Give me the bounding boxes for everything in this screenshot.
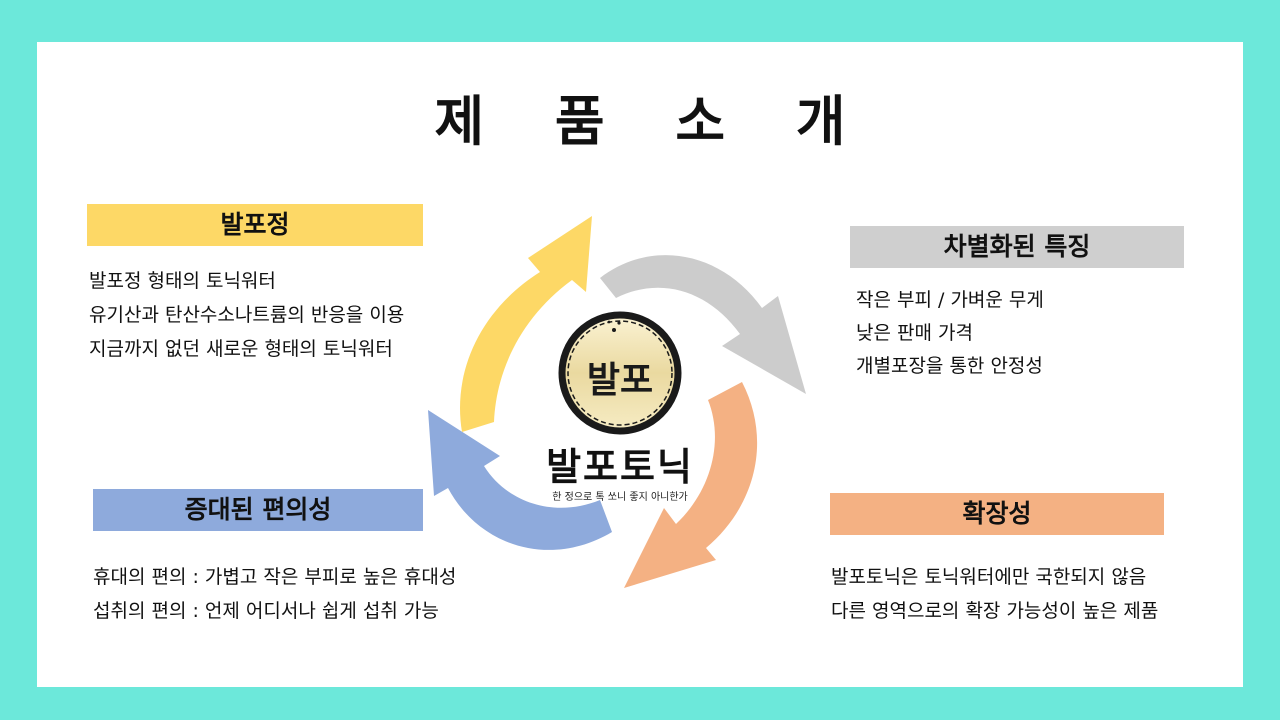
text-line: 발포정 형태의 토닉워터 (89, 270, 276, 292)
header-expandability: 확장성 (830, 493, 1164, 535)
blue-cycle-arrow (428, 410, 612, 550)
text-increased-convenience: 휴대의 편의 : 가볍고 작은 부피로 높은 휴대성 섭취의 편의 : 언제 어… (93, 560, 456, 628)
header-effervescent-tablet: 발포정 (87, 204, 423, 246)
page-title: 제 품 소 개 (434, 90, 872, 153)
text-effervescent-tablet: 발포정 형태의 토닉워터 유기산과 탄산수소나트륨의 반응을 이용 지금까지 없… (89, 264, 404, 366)
text-line: 개별포장을 통한 안정성 (856, 355, 1043, 377)
yellow-cycle-arrow (460, 216, 592, 432)
text-line: 발포토닉은 토닉워터에만 국한되지 않음 (831, 566, 1147, 588)
cycle-diagram: 발포 (428, 216, 806, 588)
text-line: 유기산과 탄산수소나트륨의 반응을 이용 (89, 304, 405, 326)
text-line: 섭취의 편의 : 언제 어디서나 쉽게 섭취 가능 (93, 600, 439, 622)
header-differentiated-features: 차별화된 특징 (850, 226, 1184, 268)
text-line: 다른 영역으로의 확장 가능성이 높은 제품 (831, 600, 1159, 622)
logo-emblem-icon (558, 311, 682, 435)
logo-emblem-text: 발포 (587, 359, 653, 401)
logo-brand-name: 발포토닉 (546, 444, 694, 489)
logo-tagline: 한 정으로 톡 쏘니 좋지 아니한가 (552, 492, 688, 503)
text-line: 휴대의 편의 : 가볍고 작은 부피로 높은 휴대성 (93, 566, 457, 588)
gray-cycle-arrow (600, 255, 806, 394)
text-line: 작은 부피 / 가벼운 무게 (856, 289, 1044, 311)
text-differentiated-features: 작은 부피 / 가벼운 무게 낮은 판매 가격 개별포장을 통한 안정성 (856, 284, 1044, 383)
header-increased-convenience: 증대된 편의성 (93, 489, 423, 531)
text-line: 낮은 판매 가격 (856, 322, 973, 344)
text-line: 지금까지 없던 새로운 형태의 토닉워터 (89, 338, 393, 360)
text-expandability: 발포토닉은 토닉워터에만 국한되지 않음 다른 영역으로의 확장 가능성이 높은… (831, 560, 1158, 628)
orange-cycle-arrow (624, 382, 758, 588)
